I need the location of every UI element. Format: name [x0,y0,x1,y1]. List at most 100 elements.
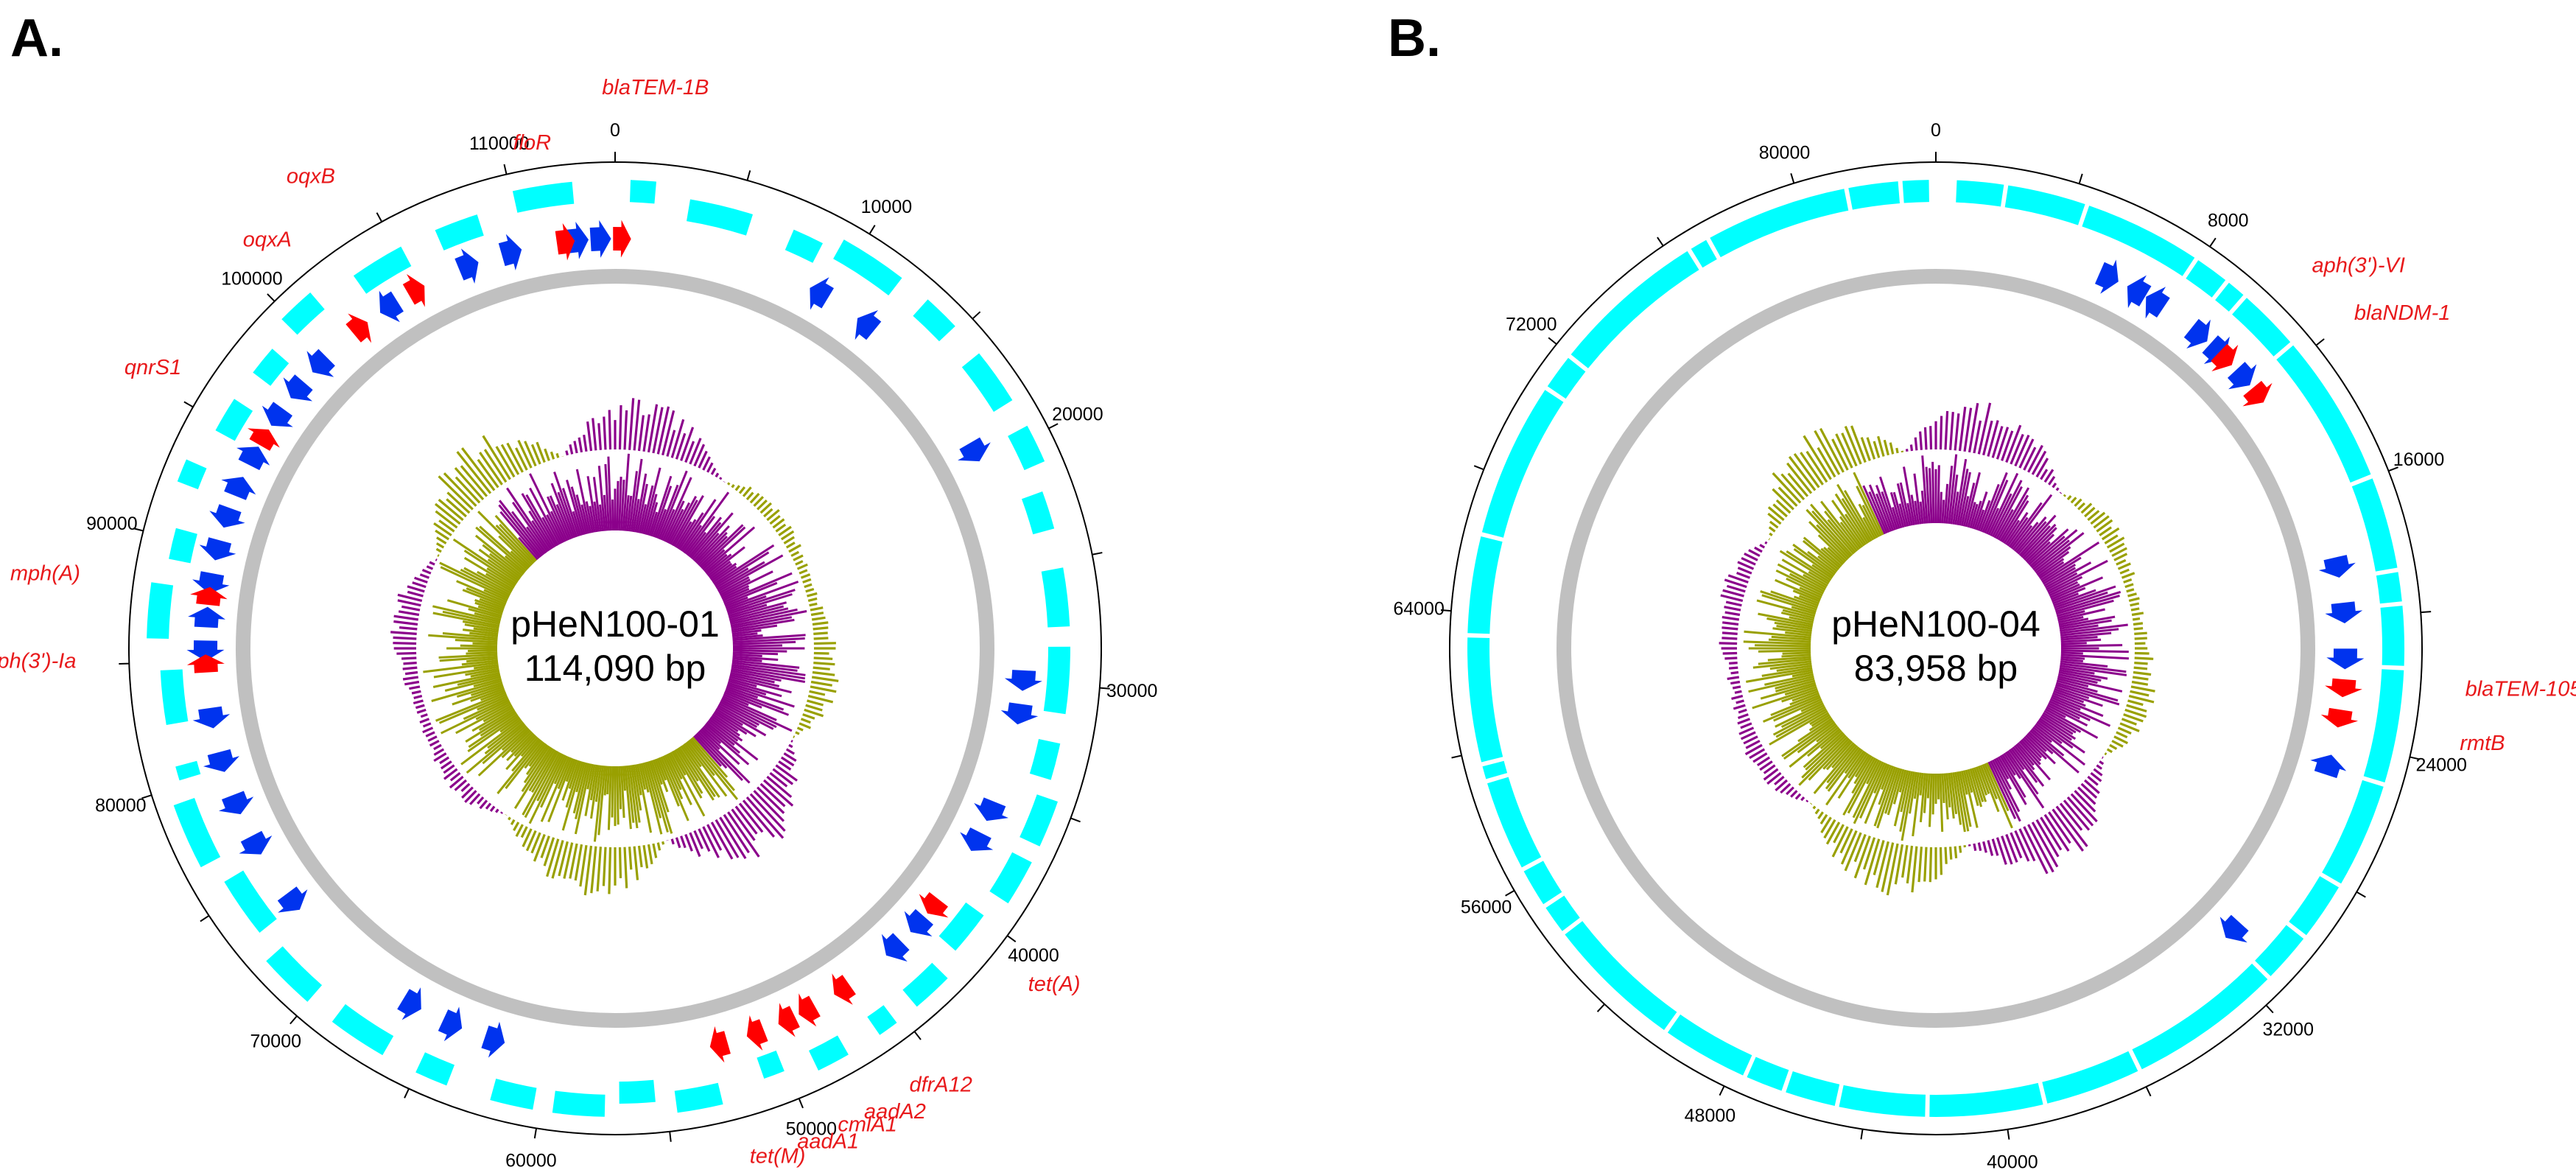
gc-skew-bar [480,689,506,701]
gc-skew-bar [730,671,775,684]
gc-content-bar [652,843,658,858]
gc-skew-bar [495,524,534,564]
gc-skew-bar [1758,658,1811,665]
gc-skew-bar [1767,656,1811,662]
gc-skew-bar [557,491,576,539]
gc-skew-bar [2054,687,2103,707]
gc-skew-bar [2001,754,2016,776]
gc-skew-bar [1919,772,1924,796]
gc-skew-bar [1985,508,2000,535]
gc-skew-bar [1996,757,2010,780]
gc-content-bar [2132,617,2141,621]
gc-content-bar [533,833,546,862]
gc-skew-bar [466,651,498,655]
tick-mark [1048,423,1059,430]
gc-skew-bar [732,634,763,640]
gc-skew-bar [2054,585,2116,609]
gc-content-bar [1786,786,1794,796]
gc-skew-bar [2041,713,2074,735]
cds-track-a [147,180,1071,1117]
orf-arrow [1000,702,1039,725]
gc-skew-bar [732,637,805,644]
gc-skew-bar [528,743,547,767]
gc-content-bar [2133,622,2144,626]
gc-content-bar [530,444,541,465]
gc-skew-bar [1827,547,1845,564]
gc-content-bar [1777,486,1798,507]
gc-content-bar [1911,846,1918,893]
gc-content-bar [628,398,635,450]
orf-arrow [219,791,254,815]
gc-skew-bar [673,495,704,547]
gc-skew-bar [1756,599,1816,617]
gc-skew-bar [712,713,739,732]
gc-content-bar [1745,740,1761,749]
gc-skew-bar [709,562,733,581]
gc-skew-bar [510,550,530,569]
gc-skew-bar [687,531,707,556]
resistance-gene-arrow [746,1015,768,1051]
gc-skew-bar [731,665,806,680]
cds-block [253,348,289,386]
gc-content-bar [1877,435,1885,457]
plasmid-name-a: pHeN100-01 [510,603,720,645]
gc-skew-bar [1782,651,1811,655]
orf-arrow [186,640,225,662]
cds-block [1467,637,1503,763]
gc-content-bar [810,606,824,612]
gc-skew-bar [731,659,800,669]
gc-content-bar [2066,796,2094,827]
gc-content-bar [799,569,808,575]
gc-skew-bar [1887,768,1903,816]
gc-content-bar [2090,511,2106,525]
orf-arrow [810,277,834,310]
gc-skew-bar [2055,684,2120,706]
gc-content-bar [1737,567,1752,575]
cds-block [1956,180,2004,207]
gc-content-bar [813,656,833,660]
gc-skew-bar [721,585,750,600]
gc-skew-bar [1892,491,1905,528]
gc-skew-bar [729,605,785,621]
tick-label: 50000 [786,1119,838,1140]
gc-skew-bar [2055,590,2121,613]
gc-skew-bar [575,762,586,793]
gc-skew-bar [465,710,516,743]
gc-skew-bar [555,504,572,540]
gc-content-bar [1724,578,1747,589]
gc-content-bar [2087,510,2100,522]
tick-label: 0 [1931,120,1941,141]
gc-content-bar [1769,532,1773,536]
gc-skew-bar [1808,570,1830,585]
gc-skew-bar [1979,765,2000,813]
gc-skew-bar [1920,490,1926,524]
gc-skew-bar [680,745,716,797]
gc-content-bar [785,542,796,549]
gc-content-bar [2043,813,2070,852]
gc-content-bar [596,847,602,891]
gc-skew-bar [1971,500,1982,529]
gc-content-bar [772,768,794,785]
gc-skew-bar [523,745,550,784]
gc-skew-bar [1941,773,1945,803]
gc-content-bar [788,743,793,749]
gc-content-bar [710,822,734,860]
gc-content-bar [2005,833,2018,863]
gc-skew-bar [604,463,611,531]
gc-skew-bar [572,511,582,536]
gc-skew-bar [730,608,798,626]
gc-skew-bar [669,495,698,545]
gc-content-bar [2117,562,2131,570]
gc-skew-bar [482,704,513,723]
gc-skew-bar [706,721,735,746]
gc-content-bar [1817,446,1836,478]
gc-skew-bar [520,736,539,757]
gc-skew-bar [575,494,588,535]
gc-skew-bar [1926,773,1931,799]
gc-skew-bar [597,766,606,836]
gc-skew-bar [2038,719,2085,754]
orf-arrow [455,248,479,284]
gc-skew-bar [723,581,778,606]
gc-skew-bar [681,744,720,798]
gc-content-bar [494,808,499,813]
